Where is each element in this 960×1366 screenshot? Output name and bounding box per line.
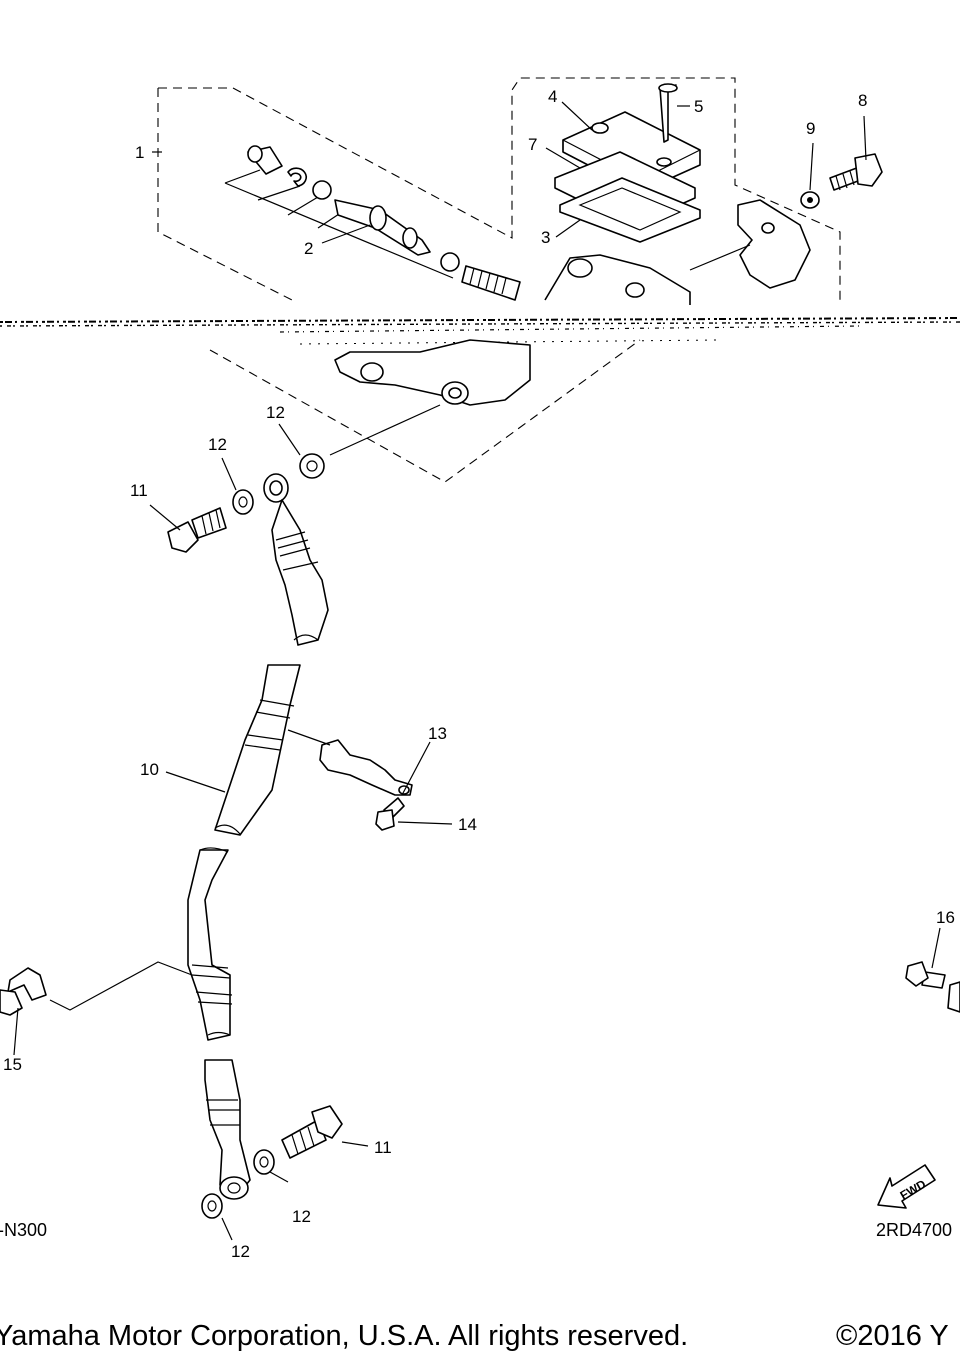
master-cylinder-body [334, 254, 691, 406]
washer-12-lower-b [201, 1193, 223, 1219]
scan-noise-band [0, 317, 960, 345]
brake-hose-upper [263, 473, 329, 646]
diagram-code-left: -N300 [0, 1220, 47, 1240]
callout-9: 9 [806, 119, 815, 138]
copyright-text: Yamaha Motor Corporation, U.S.A. All rig… [0, 1320, 689, 1352]
washer-12-lower-a [253, 1149, 275, 1175]
callout-12-b: 12 [208, 435, 227, 454]
callout-11-upper: 11 [130, 481, 148, 500]
union-bolt-upper [167, 507, 227, 553]
callout-11-lower: 11 [374, 1138, 392, 1157]
callout-8: 8 [858, 91, 867, 110]
piston-kit [224, 145, 521, 301]
diagram-code-right: 2RD4700 [876, 1220, 952, 1240]
copyright-year: ©2016 Y [836, 1320, 949, 1352]
bolt-and-washer [800, 153, 883, 209]
callout-1: 1 [135, 143, 144, 162]
callout-16: 16 [936, 908, 955, 927]
callout-4: 4 [548, 87, 557, 106]
leader-lines [13, 101, 941, 1241]
callout-2: 2 [304, 239, 313, 258]
reservoir-cap-set [554, 83, 701, 243]
washer-12-upper-b [232, 489, 254, 515]
forward-arrow-icon: FWD [877, 1164, 936, 1209]
brake-hose-middle [214, 664, 301, 836]
hose-clamp [0, 961, 193, 1016]
brake-hose-lower [187, 847, 251, 1200]
clamp-holder [689, 199, 811, 289]
union-bolt-lower [281, 1105, 343, 1159]
callout-14: 14 [458, 815, 477, 834]
washer-12-upper-a [299, 453, 325, 479]
callout-12-a: 12 [266, 403, 285, 422]
hose-bracket [287, 729, 413, 831]
callout-13: 13 [428, 724, 447, 743]
callout-3: 3 [541, 228, 550, 247]
bolt-16 [905, 961, 960, 1013]
callout-5: 5 [694, 97, 703, 116]
assembly-group-outline [157, 77, 841, 483]
copyright-footer: Yamaha Motor Corporation, U.S.A. All rig… [0, 1320, 960, 1360]
callout-10: 10 [140, 760, 159, 779]
callout-15: 15 [3, 1055, 22, 1074]
callout-12-d: 12 [231, 1242, 250, 1261]
callout-12-c: 12 [292, 1207, 311, 1226]
callout-7: 7 [528, 135, 537, 154]
